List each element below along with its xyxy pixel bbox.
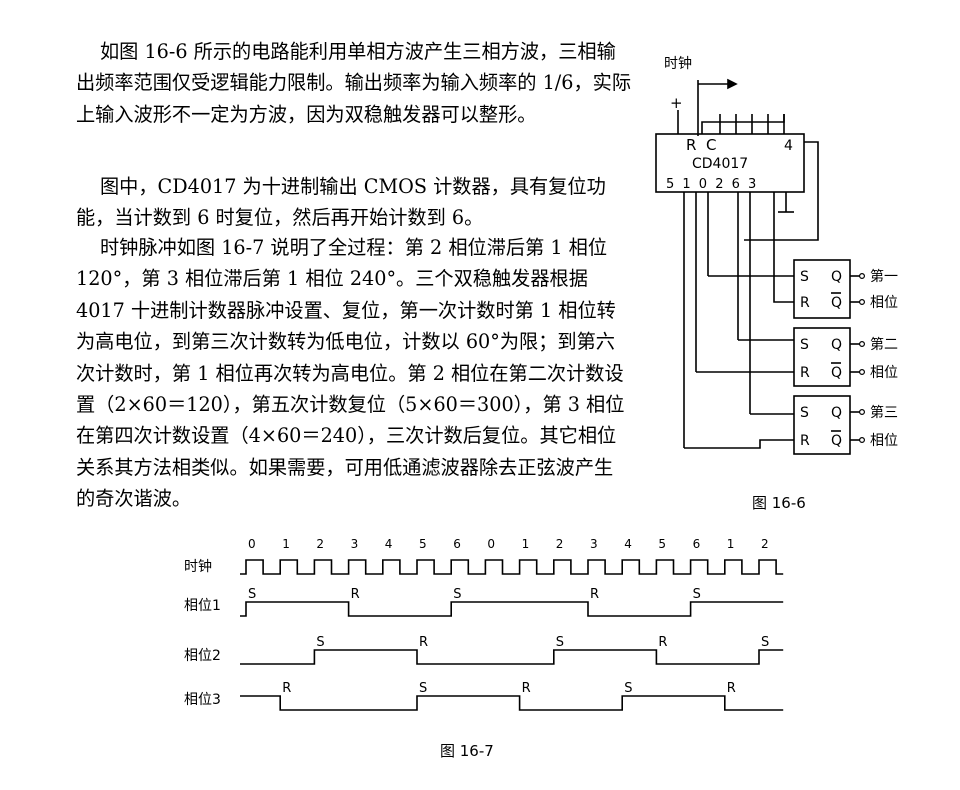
timing-row-3-label: 相位3: [184, 692, 221, 708]
clock-count-label: 2: [761, 537, 769, 551]
paragraph-3: 时钟脉冲如图 16-7 说明了全过程：第 2 相位滞后第 1 相位 120°，第…: [76, 236, 625, 511]
ff3-r: R: [800, 433, 810, 449]
clock-count-label: 2: [556, 537, 564, 551]
timing-row-1-label: 相位1: [184, 598, 221, 614]
phase-2-mark: R: [419, 635, 428, 650]
phase-3-mark: R: [522, 681, 531, 696]
ff1-q: Q: [831, 269, 842, 285]
phase-3-waveform: [240, 695, 784, 711]
plus-label: +: [670, 94, 683, 112]
clock-count-label: 0: [248, 537, 256, 551]
ff1-qbar: Q: [831, 295, 842, 311]
timing-caption: 图 16-7: [440, 742, 494, 760]
clock-label: 时钟: [664, 55, 692, 72]
phase-2-waveform: [240, 649, 784, 665]
clock-count-label: 6: [453, 537, 461, 551]
phase-2-mark: S: [316, 635, 324, 650]
clock-count-label: 2: [316, 537, 324, 551]
paragraph-1: 如图 16-6 所示的电路能利用单相方波产生三相方波，三相输出频率范围仅受逻辑能…: [76, 40, 632, 126]
ff1-r: R: [800, 295, 810, 311]
ff2-s: S: [800, 337, 809, 353]
clock-count-label: 3: [590, 537, 598, 551]
clock-count-label: 1: [282, 537, 290, 551]
clock-count-label: 3: [351, 537, 359, 551]
ff2-q: Q: [831, 337, 842, 353]
output-3-line2: 相位: [870, 433, 898, 449]
phase-1-mark: S: [453, 587, 461, 602]
phase-2-mark: S: [761, 635, 769, 650]
clock-count-label: 0: [487, 537, 495, 551]
timing-diagram: 时钟 相位1 相位2 相位3 0 1 2 3 4 5 6 0 1 2 3 4 5 6 1 2S R S R S S R S R…: [184, 537, 784, 711]
phase-3-mark: S: [419, 681, 427, 696]
phase-3-mark: R: [282, 681, 291, 696]
bottom-pins-label: 5 1 0 2 6 3: [666, 177, 756, 192]
chip-name: CD4017: [692, 156, 748, 172]
paragraph-2: 图中，CD4017 为十进制输出 CMOS 计数器，具有复位功能，当计数到 6 …: [76, 175, 606, 230]
ff3-q: Q: [831, 405, 842, 421]
output-2-line2: 相位: [870, 365, 898, 381]
ff2-r: R: [800, 365, 810, 381]
phase-3-mark: S: [624, 681, 632, 696]
output-3-line1: 第三: [870, 404, 898, 421]
circuit-caption: 图 16-6: [752, 494, 806, 512]
phase-3-mark: R: [727, 681, 736, 696]
clock-count-label: 5: [658, 537, 666, 551]
clock-count-label: 4: [385, 537, 393, 551]
ff2-qbar: Q: [831, 365, 842, 381]
phase-2-mark: R: [658, 635, 667, 650]
pin-r-label: R: [686, 136, 696, 154]
output-1-line2: 相位: [870, 295, 898, 311]
pin-4-label: 4: [784, 138, 793, 154]
clock-count-label: 4: [624, 537, 632, 551]
ff3-qbar: Q: [831, 433, 842, 449]
phase-1-mark: R: [590, 587, 599, 602]
pin-c-label: C: [706, 136, 716, 154]
timing-clock-label: 时钟: [184, 558, 212, 575]
output-1-line1: 第一: [870, 268, 898, 285]
phase-1-mark: S: [248, 587, 256, 602]
phase-2-mark: S: [556, 635, 564, 650]
ff3-s: S: [800, 405, 809, 421]
clock-count-label: 1: [727, 537, 735, 551]
phase-1-waveform: [240, 601, 784, 617]
output-2-line1: 第二: [870, 336, 898, 353]
phase-1-mark: R: [351, 587, 360, 602]
clock-waveform: [240, 559, 784, 575]
circuit-diagram: 时钟 + R C 4 CD4017 5 1 0 2 6 3 S R Q Q S …: [655, 55, 898, 455]
clock-count-label: 5: [419, 537, 427, 551]
timing-row-2-label: 相位2: [184, 648, 221, 664]
clock-count-label: 6: [693, 537, 701, 551]
phase-1-mark: S: [693, 587, 701, 602]
ff1-s: S: [800, 269, 809, 285]
clock-count-label: 1: [522, 537, 530, 551]
